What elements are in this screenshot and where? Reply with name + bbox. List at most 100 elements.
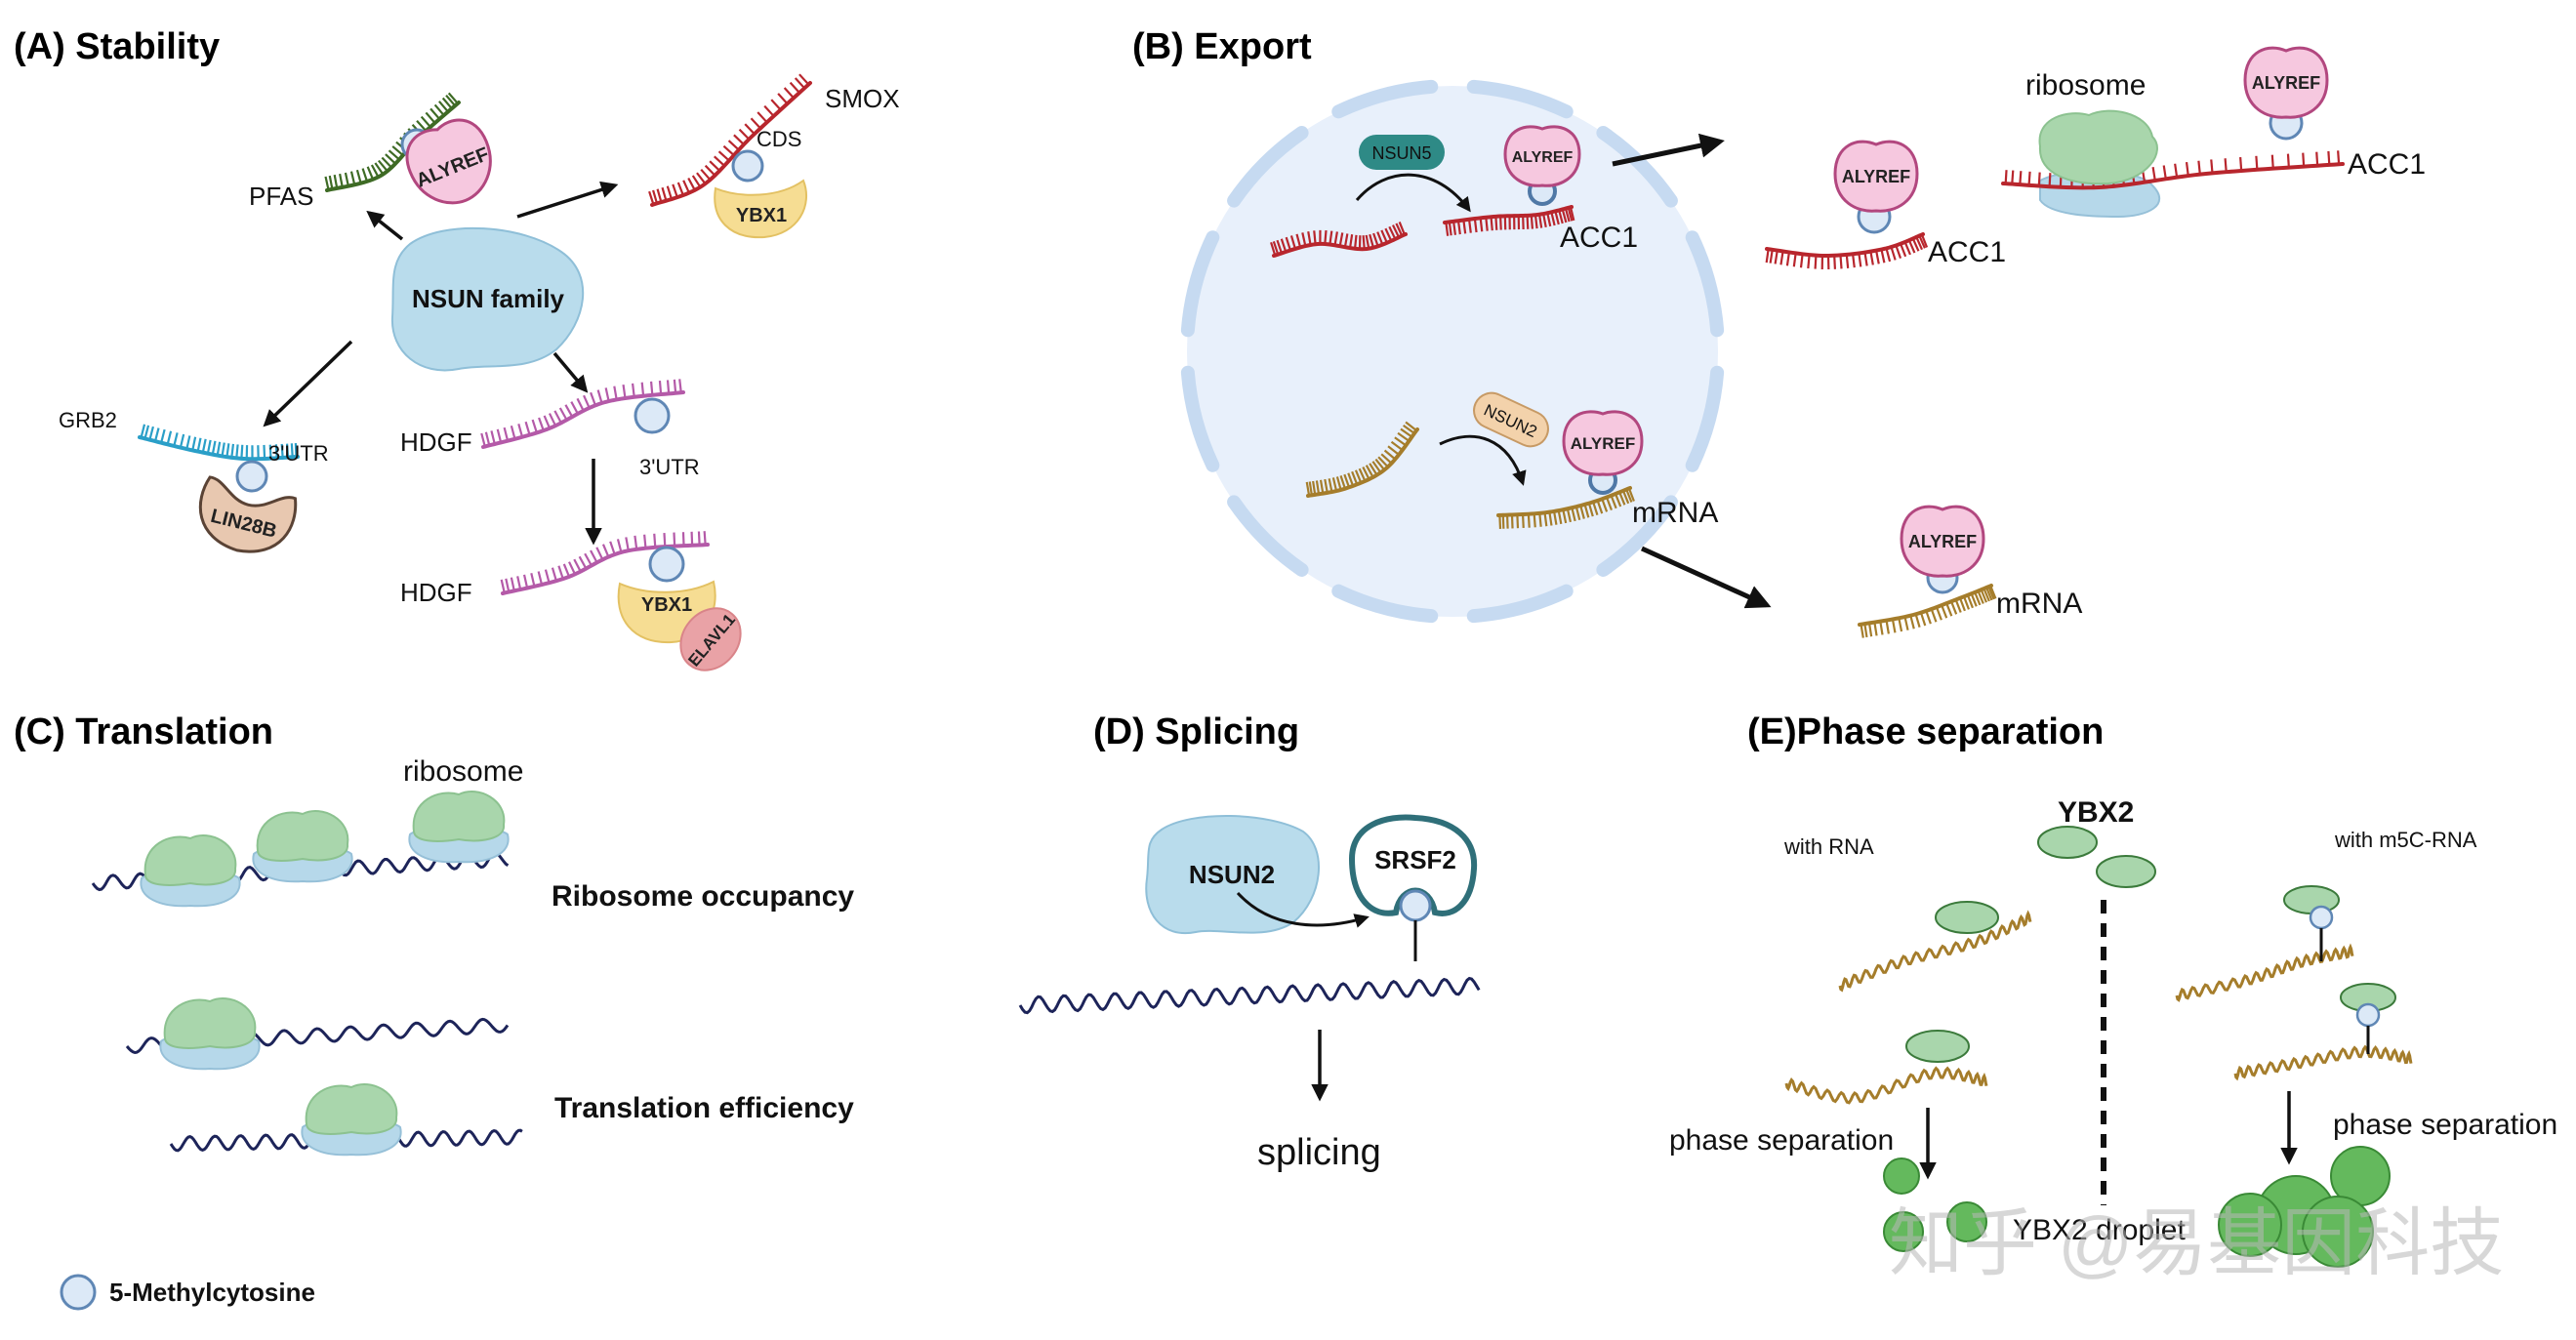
rna-base-tick xyxy=(595,547,604,560)
rna-base-tick xyxy=(1295,233,1302,248)
rna-base-tick xyxy=(622,384,627,399)
rna-base-tick xyxy=(1765,249,1770,264)
rna-base-tick xyxy=(1377,456,1389,468)
rna-base-tick xyxy=(1403,424,1415,434)
rna-base-tick xyxy=(1895,245,1902,260)
rna-base-tick xyxy=(153,427,160,442)
srsf2-label: SRSF2 xyxy=(1374,845,1456,874)
rna-base-tick xyxy=(777,93,789,105)
droplet-small-3 xyxy=(1883,1157,1920,1195)
alyref-cyto-right-protein xyxy=(2243,46,2329,119)
rna-base-tick xyxy=(429,107,441,120)
rna-base-tick xyxy=(648,190,655,205)
rna-base-tick xyxy=(573,558,582,573)
rna-base-tick xyxy=(1315,480,1321,495)
rna-base-tick xyxy=(1914,613,1921,629)
droplet-small-1 xyxy=(1883,1211,1924,1252)
rna-base-tick xyxy=(294,443,298,458)
rna-base-tick xyxy=(1785,252,1791,266)
rna-base-tick xyxy=(557,565,564,580)
rna-base-tick xyxy=(681,532,685,547)
rna-base-tick xyxy=(1533,215,1538,229)
rna-base-tick xyxy=(225,443,230,458)
nsun-family-label: NSUN family xyxy=(412,284,565,313)
rna-base-tick xyxy=(441,97,453,109)
rna-base-tick xyxy=(140,424,146,438)
rna-base-tick xyxy=(1966,594,1974,609)
rna-base-tick xyxy=(1371,461,1382,473)
rna-base-tick xyxy=(1351,470,1359,485)
rna-base-tick xyxy=(2239,156,2243,172)
rna-base-tick xyxy=(416,119,428,132)
rna-base-tick xyxy=(185,435,191,450)
ybx1-smox-protein xyxy=(714,179,808,239)
rna-base-tick xyxy=(1501,514,1505,529)
rna-base-tick xyxy=(1954,599,1962,613)
rna-base-tick xyxy=(524,421,531,435)
rna-base-tick xyxy=(704,164,716,177)
rna-base-tick xyxy=(1331,477,1338,492)
rna-base-tick xyxy=(744,123,756,136)
rna-base-tick xyxy=(576,397,585,412)
rna-squiggle xyxy=(1784,1066,1988,1105)
acc1-cyto-mid-rna xyxy=(1765,232,1929,269)
m5c-right-bottom-icon xyxy=(2355,1002,2381,1028)
nsun2-export-protein xyxy=(1473,391,1549,448)
rna-base-tick xyxy=(1398,222,1406,235)
translation-efficiency-label: Translation efficiency xyxy=(554,1092,854,1124)
rna-base-tick xyxy=(285,443,290,458)
droplet-large-4 xyxy=(2302,1196,2374,1268)
rna-base-tick xyxy=(522,574,529,589)
rna-base-tick xyxy=(1558,210,1564,224)
rna-base-tick xyxy=(1610,495,1617,509)
rna-base-tick xyxy=(516,576,522,590)
nsun5-protein xyxy=(1359,135,1445,170)
rna-base-tick xyxy=(1272,241,1280,256)
rna-base-tick xyxy=(1985,587,1993,601)
alyref-cyto-mid-protein xyxy=(1833,140,1919,213)
rna-base-tick xyxy=(558,407,568,421)
rna-base-tick xyxy=(590,391,596,406)
rna-base-tick xyxy=(1867,623,1873,637)
rna-base-tick xyxy=(676,182,684,196)
rna-base-tick xyxy=(1980,589,1987,603)
droplet-large-3 xyxy=(2218,1193,2282,1257)
rna-base-tick xyxy=(1473,218,1478,233)
rna-base-tick xyxy=(366,166,375,181)
droplet-label: YBX2 droplet xyxy=(2013,1214,2186,1246)
rna-base-tick xyxy=(1324,478,1329,494)
rna-base-tick xyxy=(1909,615,1915,629)
ribosomes-c xyxy=(140,790,510,1157)
arrow-to-pfas xyxy=(366,210,404,241)
rna-base-tick xyxy=(1799,254,1804,268)
rna-base-tick xyxy=(1400,427,1413,438)
rna-base-tick xyxy=(1858,253,1862,267)
ybx2-left-top xyxy=(1935,901,1999,934)
rna-base-tick xyxy=(661,186,668,201)
rna-base-tick xyxy=(1945,602,1953,617)
rna-base-tick xyxy=(583,394,591,409)
alyref-nuc-top-protein xyxy=(1503,125,1581,187)
rna-base-tick xyxy=(1571,507,1576,522)
acc1-cyto-right-rna xyxy=(2001,150,2345,190)
rna-base-tick xyxy=(2011,170,2015,184)
panel-a-title: (A) Stability xyxy=(14,26,220,67)
rna-base-tick xyxy=(663,533,667,548)
rna-base-tick xyxy=(173,432,179,447)
m5c-right-top-icon xyxy=(2309,905,2334,930)
rna-squiggle xyxy=(2233,1044,2413,1081)
rna-base-tick xyxy=(1562,508,1568,524)
rna-base-tick xyxy=(616,539,623,553)
rna-backbone xyxy=(1858,584,1993,627)
acc1-nuc-label: ACC1 xyxy=(1560,222,1638,254)
panel-e-title: (E)Phase separation xyxy=(1747,711,2104,752)
rna-base-tick xyxy=(2048,173,2052,187)
rna-base-tick xyxy=(1552,510,1558,525)
rna-base-tick xyxy=(1583,504,1590,518)
rna-base-tick xyxy=(160,428,166,443)
ribosome-large-subunit xyxy=(143,833,237,886)
rna-base-tick xyxy=(2197,160,2201,175)
rna-base-tick xyxy=(604,387,610,402)
rna-base-tick xyxy=(1566,508,1572,523)
hdgf-top-rna xyxy=(480,379,685,449)
